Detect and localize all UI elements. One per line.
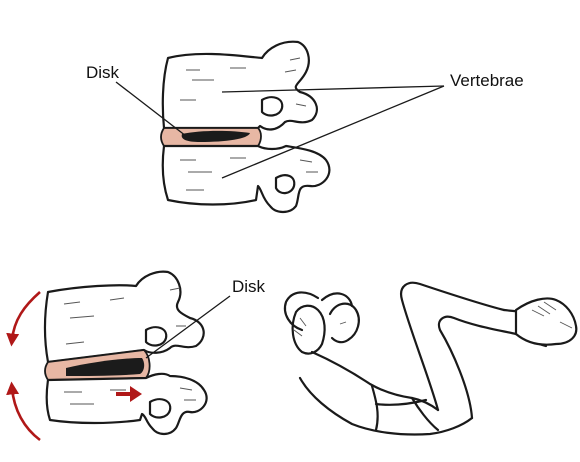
figure-hair: [291, 304, 326, 355]
figure-shorts: [370, 384, 440, 432]
figure-thigh: [400, 281, 506, 412]
flexed-disk: [44, 349, 151, 381]
top-upper-vertebra: [161, 40, 318, 131]
flexed-disk-label: Disk: [232, 277, 266, 296]
flexed-upper-vertebra: [43, 270, 205, 364]
figure-shoe: [514, 297, 578, 346]
top-disk: [160, 127, 262, 147]
figure-head: [328, 302, 360, 344]
push-arrow-icon: [116, 386, 142, 402]
top-disk-nucleus: [181, 130, 250, 142]
top-disk-leader: [115, 81, 187, 137]
flexed-disk-leader: [145, 295, 231, 359]
crunch-exercise-figure: [283, 281, 578, 436]
top-disk-label: Disk: [86, 63, 120, 82]
curved-arrow-down-icon: [6, 381, 41, 442]
flexed-spine-segment: Disk: [6, 270, 266, 442]
figure-back: [298, 376, 474, 436]
figure-arm-lower: [320, 292, 354, 308]
top-vertebrae-label: Vertebrae: [450, 71, 524, 90]
curved-arrow-up-icon: [6, 291, 41, 347]
top-lower-vertebra: [161, 144, 331, 214]
flexed-disk-nucleus: [66, 358, 145, 376]
flexed-lower-vertebra: [45, 372, 208, 436]
top-spine-segment: Disk Vertebrae: [86, 40, 524, 214]
top-vertebrae-leader-lower: [221, 85, 445, 179]
figure-arm-upper: [283, 291, 320, 332]
figure-thigh-back: [437, 315, 518, 420]
figure-torso: [310, 350, 440, 412]
top-vertebrae-leader-upper: [221, 85, 445, 93]
